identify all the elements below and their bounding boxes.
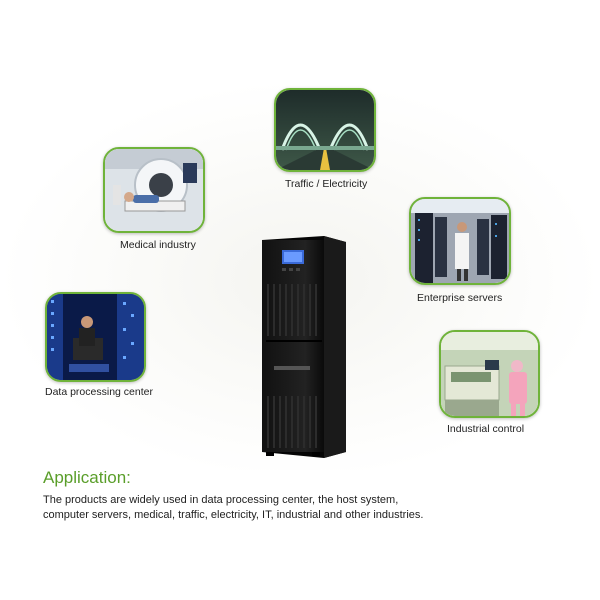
data-processing-image (45, 292, 146, 382)
industrial-control-image (439, 330, 540, 418)
industrial-control-label: Industrial control (447, 423, 525, 435)
data-processing-label: Data processing center (45, 386, 153, 398)
traffic-electricity-label: Traffic / Electricity (285, 178, 368, 190)
enterprise-servers-label: Enterprise servers (417, 292, 503, 304)
application-description-line-2: computer servers, medical, traffic, elec… (43, 509, 424, 521)
traffic-electricity-image (274, 88, 376, 172)
medical-industry-image (103, 147, 205, 233)
medical-industry-label: Medical industry (120, 239, 196, 251)
ups-device-image (262, 236, 346, 458)
enterprise-servers-image (409, 197, 511, 285)
application-description-line-1: The products are widely used in data pro… (43, 494, 399, 506)
application-description: The products are widely used in data pro… (43, 493, 563, 523)
application-heading: Application: (43, 468, 131, 487)
